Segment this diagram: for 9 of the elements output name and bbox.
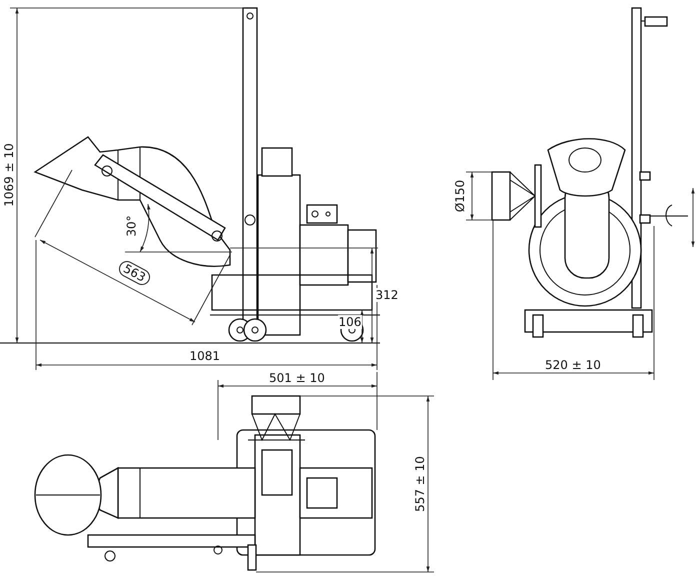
dimension-label: 520 ± 10 (544, 358, 602, 372)
dimension-label: 501 ± 10 (268, 371, 326, 385)
dimension-label: 557 ± 10 (412, 455, 427, 513)
dimension-label: 106 (338, 315, 362, 329)
dimension-label: 1081 (188, 349, 222, 363)
dimension-label: 1069 ± 10 (2, 142, 16, 208)
dimension-label: 312 (374, 288, 400, 302)
dimension-label: Ø150 (453, 178, 468, 214)
angle-label: 30° (124, 214, 138, 238)
